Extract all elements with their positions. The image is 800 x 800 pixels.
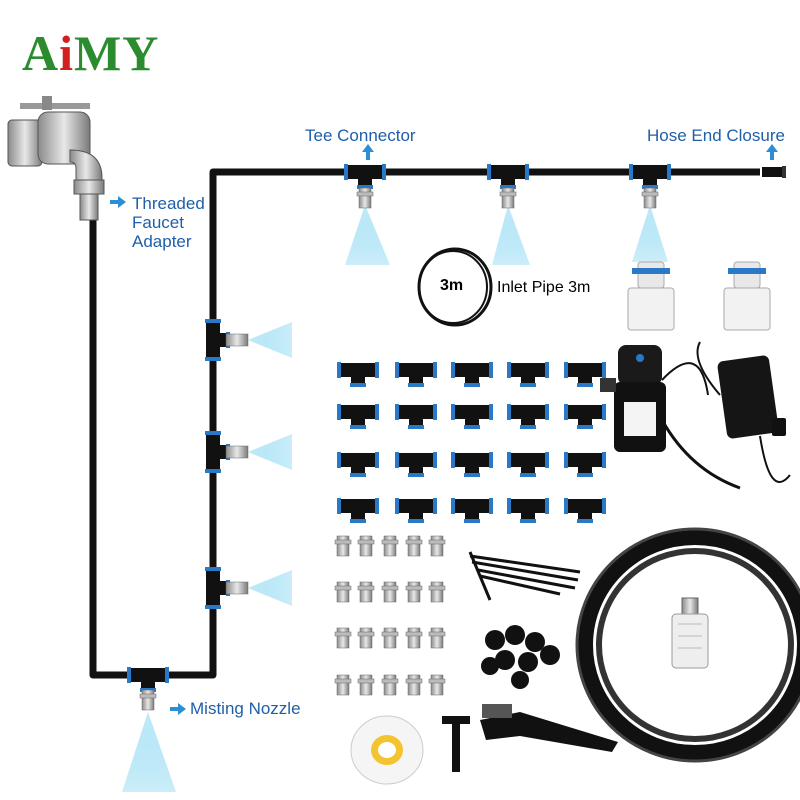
faucet-adapter-line-1: Threaded [132,194,205,213]
tee-connector-label: Tee Connector [305,126,416,145]
inlet-pipe-label: Inlet Pipe 3m [497,279,591,296]
teflon-tape-icon [350,715,424,785]
faucet-icon [7,96,105,221]
misting-nozzle-icon [122,667,176,792]
tee-connector-icon [344,164,671,265]
filter-icon [671,597,709,669]
hose-coil-icon [575,527,800,763]
logo-letter-a: A [22,25,60,81]
quick-connector-icon [627,261,771,331]
power-adapter-icon [696,341,791,483]
end-plug-icon [762,166,786,178]
logo-letter-i: i [59,25,75,81]
pointer-arrows [110,144,778,715]
inlet-pipe-coil [417,247,493,327]
small-end-plug-icon [442,716,470,772]
cable-tie-icon [468,551,581,601]
hose-end-closure-label: Hose End Closure [647,126,785,145]
pipe-cutter-icon [480,704,618,752]
nozzle-grid [334,535,446,696]
brand-logo: AiMY [22,28,159,78]
faucet-adapter-line-3: Adapter [132,232,192,251]
main-pipe [89,168,760,679]
side-tees [205,319,292,609]
faucet-adapter-label: Threaded Faucet Adapter [132,194,205,251]
misting-nozzle-label: Misting Nozzle [190,699,301,718]
faucet-adapter-line-2: Faucet [132,213,184,232]
pipe-length-label: 3m [440,277,464,294]
tee-grid [337,362,606,523]
pipe-clip-icon [481,625,560,689]
pump-icon [600,345,741,490]
logo-letters-my: MY [74,25,160,81]
